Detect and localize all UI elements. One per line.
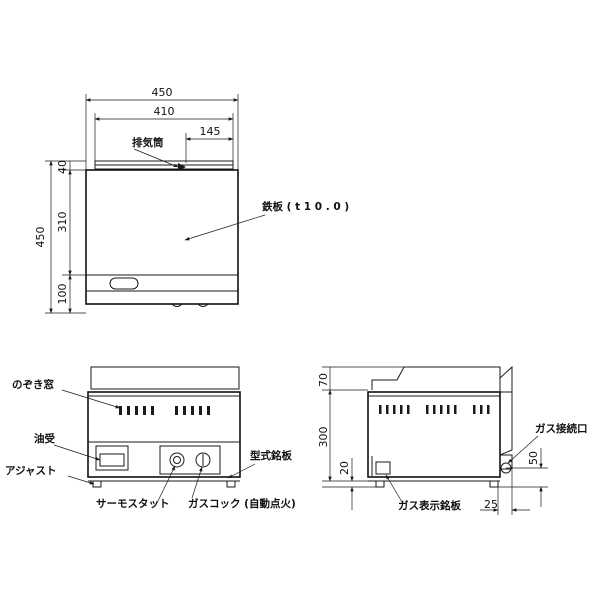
dim-70: 70 xyxy=(317,373,330,387)
dim-145: 145 xyxy=(200,125,221,138)
leader-window xyxy=(61,389,121,409)
label-plate: 鉄板 ( t 1 0 . 0 ) xyxy=(262,200,349,213)
dim-100: 100 xyxy=(56,284,69,305)
dim-50: 50 xyxy=(527,451,540,465)
leader-plate xyxy=(184,214,266,241)
front-slot xyxy=(109,277,139,290)
leader-exhaust xyxy=(133,148,179,168)
gas-plate-box xyxy=(375,461,391,475)
foot-left xyxy=(171,303,183,307)
thermostat-knob-inner xyxy=(173,456,181,464)
foot-right xyxy=(197,303,209,307)
leader-nameplate xyxy=(227,463,256,479)
side-foot-right xyxy=(489,480,499,488)
dim-310: 310 xyxy=(56,212,69,233)
adjuster-foot-right xyxy=(226,480,236,488)
front-top-plate xyxy=(90,366,240,390)
front-body xyxy=(87,391,241,478)
leader-thermostat xyxy=(156,465,176,504)
dim-300: 300 xyxy=(317,427,330,448)
label-exhaust: 排気筒 xyxy=(132,136,164,149)
dim-450-v: 450 xyxy=(34,227,47,248)
front-view: のぞき窓 油受 アジャスト サーモスタット ガスコック (自動点火) 型式銘板 xyxy=(5,366,296,510)
label-gas-plate: ガス表示銘板 xyxy=(398,499,461,512)
side-back-box xyxy=(499,391,513,456)
label-thermostat: サーモスタット xyxy=(96,498,170,510)
top-view: 450 410 145 排気筒 鉄板 ( t 1 0 . 0 ) 450 40 … xyxy=(34,86,349,314)
leader-adjuster xyxy=(67,475,95,485)
side-vent-slots xyxy=(379,405,490,414)
adjuster-foot-left xyxy=(92,480,102,488)
gas-cock-knob xyxy=(195,452,211,468)
side-foot-left xyxy=(375,480,385,488)
leader-gas-plate xyxy=(385,474,403,503)
oil-tray-inner xyxy=(99,453,125,467)
dim-20: 20 xyxy=(338,461,351,475)
thermostat-knob xyxy=(169,452,185,468)
gas-connection-box xyxy=(499,454,513,470)
dim-410: 410 xyxy=(154,105,175,118)
dim-40: 40 xyxy=(56,160,69,174)
body-outline xyxy=(85,169,239,305)
label-nameplate: 型式銘板 xyxy=(250,449,292,462)
label-window: のぞき窓 xyxy=(12,378,54,391)
view-window-slots xyxy=(119,406,210,415)
side-view: 70 300 20 50 25 ガス接続口 ガス表示銘板 xyxy=(317,365,588,515)
side-body xyxy=(367,391,501,478)
control-panel xyxy=(159,445,221,475)
dim-450-h: 450 xyxy=(152,86,173,99)
leader-gas-connection xyxy=(507,435,539,464)
label-gas-cock: ガスコック (自動点火) xyxy=(188,497,296,510)
dim-25: 25 xyxy=(484,498,498,511)
leader-gas-cock xyxy=(191,466,203,499)
label-gas-connection: ガス接続口 xyxy=(535,422,588,435)
side-top-housing xyxy=(371,366,501,390)
exhaust-marker xyxy=(178,163,186,171)
label-adjuster: アジャスト xyxy=(5,465,57,477)
leader-oil-tray xyxy=(53,444,101,461)
side-back-plate xyxy=(499,365,513,392)
label-oil-tray: 油受 xyxy=(34,432,55,445)
